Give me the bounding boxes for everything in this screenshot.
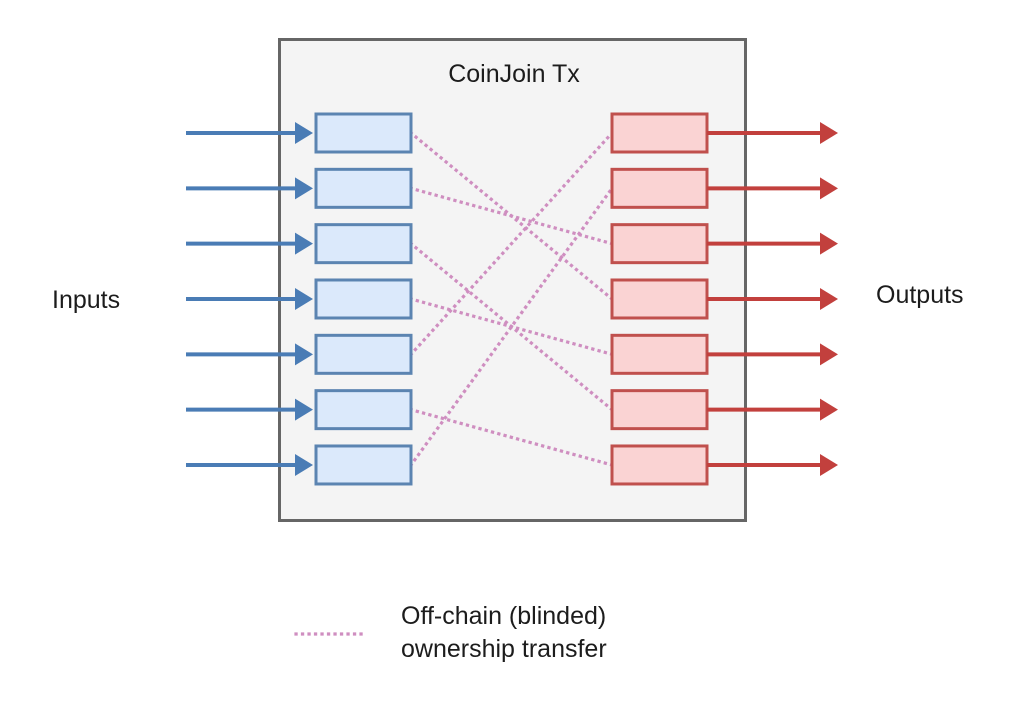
input-boxes [314, 112, 413, 486]
input-arrowhead-5 [295, 343, 313, 366]
output-arrows [707, 122, 838, 476]
inputs-label: Inputs [52, 286, 120, 314]
output-box-5 [610, 333, 709, 375]
output-arrowhead-2 [820, 177, 838, 200]
output-box-1 [610, 112, 709, 154]
transfer-line-in4-out5 [409, 297, 614, 357]
input-box-4 [314, 278, 413, 320]
input-arrowhead-4 [295, 287, 313, 310]
input-box-7 [314, 444, 413, 486]
output-arrowhead-1 [820, 122, 838, 144]
input-arrowhead-6 [295, 398, 313, 421]
input-box-5 [314, 333, 413, 375]
output-box-4 [610, 278, 709, 320]
input-arrowhead-1 [295, 122, 313, 144]
output-arrowhead-6 [820, 398, 838, 421]
output-box-2 [610, 167, 709, 209]
legend: Off-chain (blinded) ownership transfer [294, 602, 607, 663]
legend-text-line1: Off-chain (blinded) [401, 602, 606, 630]
outputs-label: Outputs [876, 281, 964, 309]
output-arrowhead-4 [820, 287, 838, 310]
input-box-2 [314, 167, 413, 209]
output-box-6 [610, 389, 709, 431]
transfer-line-in6-out7 [409, 407, 614, 467]
transfer-line-in2-out3 [409, 186, 614, 246]
input-box-6 [314, 389, 413, 431]
output-arrowhead-3 [820, 232, 838, 255]
input-box-3 [314, 223, 413, 265]
input-arrows [186, 122, 313, 476]
input-arrowhead-7 [295, 453, 313, 476]
transfer-line-in7-out2 [408, 186, 615, 468]
output-box-3 [610, 223, 709, 265]
output-arrowhead-7 [820, 453, 838, 476]
output-boxes [610, 112, 709, 486]
diagram-title: CoinJoin Tx [448, 60, 580, 88]
transfer-line-in5-out1 [408, 130, 615, 357]
output-box-7 [610, 444, 709, 486]
input-box-1 [314, 112, 413, 154]
output-arrowhead-5 [820, 343, 838, 366]
input-arrowhead-3 [295, 232, 313, 255]
transfer-connections [408, 130, 615, 468]
input-arrowhead-2 [295, 177, 313, 200]
legend-text-line2: ownership transfer [401, 635, 607, 663]
